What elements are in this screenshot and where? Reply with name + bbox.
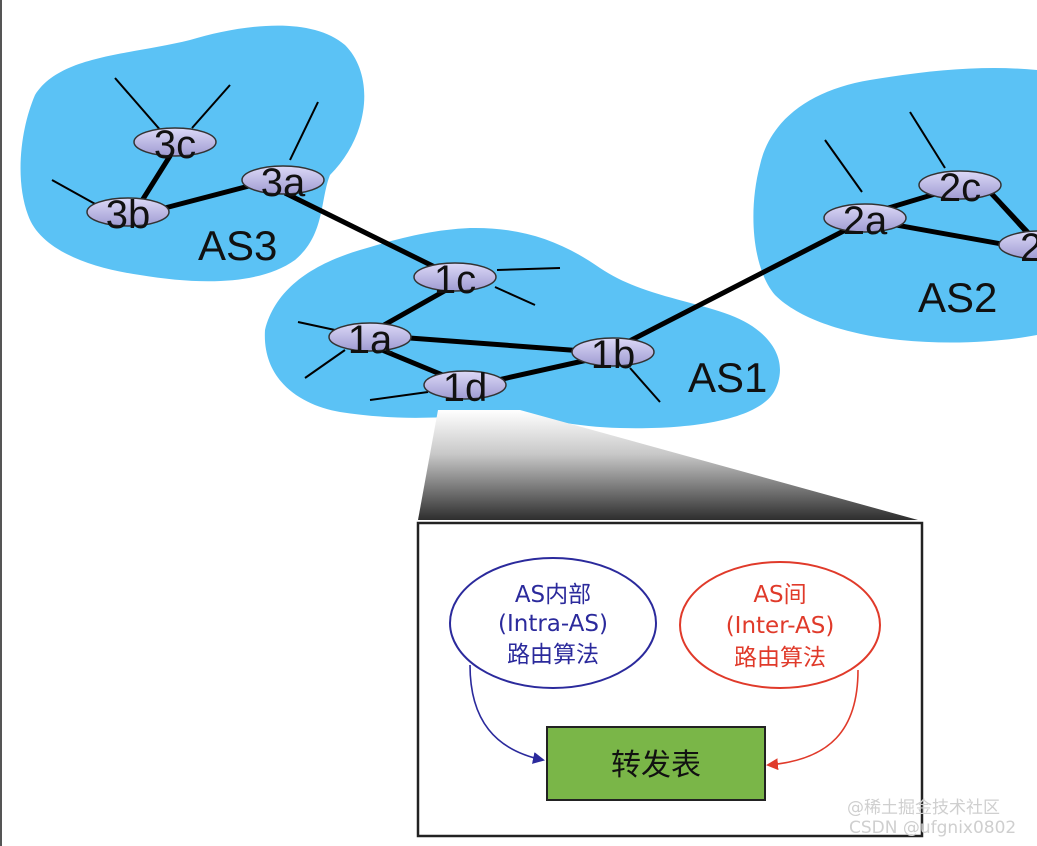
inter-as-line3: 路由算法 [734, 645, 826, 671]
router-1c-label: 1c [434, 258, 476, 302]
router-3b-label: 3b [106, 193, 151, 237]
router-1b: 1b [571, 333, 655, 377]
watermark-line2: CSDN @ufgnix0802 [849, 818, 1016, 838]
router-3c-label: 3c [154, 123, 196, 167]
forwarding-table: 转发表 [546, 726, 766, 801]
router-2a-label: 2a [843, 199, 888, 243]
router-1b-label: 1b [591, 333, 636, 377]
router-2c: 2c [918, 166, 1002, 210]
forwarding-table-label: 转发表 [611, 748, 701, 783]
zoom-wedge [418, 410, 918, 520]
as1-cloud [264, 227, 780, 429]
watermark-line1: @稀土掘金技术社区 [847, 798, 1000, 818]
intra-as-line1: AS内部 [515, 582, 591, 608]
intra-as-line3: 路由算法 [507, 642, 599, 668]
router-1c: 1c [413, 258, 497, 302]
as2-label: AS2 [918, 274, 997, 321]
router-3b: 3b [86, 193, 170, 237]
router-2a: 2a [823, 199, 907, 243]
inter-as-line1: AS间 [753, 582, 806, 608]
router-2b-label: 2 [1020, 226, 1037, 270]
router-2b: 2 [998, 226, 1037, 270]
router-3a: 3a [241, 161, 325, 205]
router-3c: 3c [133, 123, 217, 167]
intra-as-algorithm: AS内部 (Intra-AS) 路由算法 [449, 557, 657, 689]
router-1a: 1a [328, 318, 412, 362]
intra-as-line2: (Intra-AS) [498, 611, 608, 637]
intra-to-table-arrow [469, 664, 545, 764]
as1-label: AS1 [688, 354, 767, 401]
router-1d: 1d [423, 366, 507, 410]
router-1d-label: 1d [443, 366, 488, 410]
router-3a-label: 3a [261, 161, 306, 205]
router-2c-label: 2c [939, 166, 981, 210]
inter-as-line2: (Inter-AS) [726, 613, 835, 639]
as3-label: AS3 [198, 222, 277, 269]
inter-to-table-arrow [766, 669, 859, 771]
router-1a-label: 1a [348, 318, 393, 362]
inter-as-algorithm: AS间 (Inter-AS) 路由算法 [679, 561, 881, 689]
